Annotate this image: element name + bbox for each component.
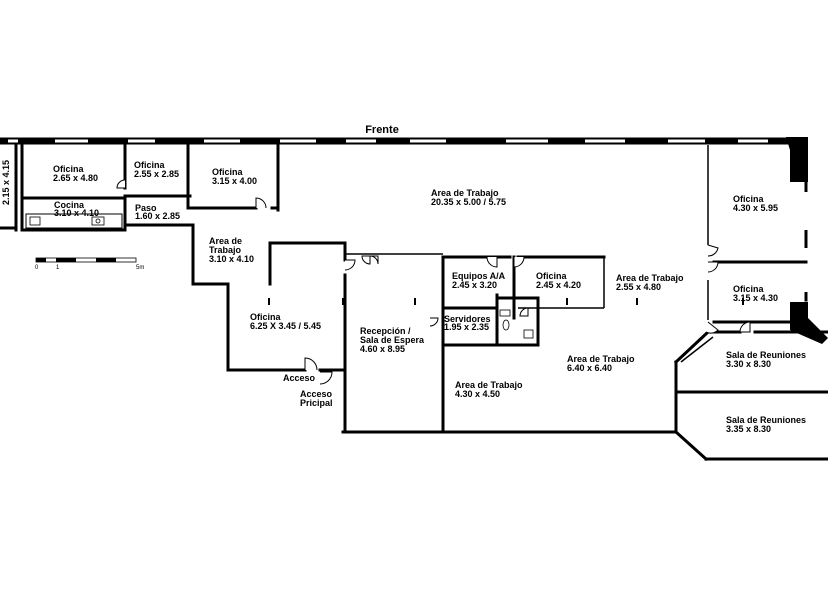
column-markers bbox=[268, 298, 744, 305]
room-dims: 6.40 x 6.40 bbox=[567, 363, 612, 373]
acceso-principal-label: Pricipal bbox=[300, 398, 333, 408]
exterior-walls bbox=[0, 143, 828, 462]
door-recepcion-2 bbox=[361, 255, 371, 265]
room-name: Area de bbox=[209, 236, 242, 246]
room-dims: 3.35 x 8.30 bbox=[726, 424, 771, 434]
room-dims: 3.15 x 4.30 bbox=[733, 293, 778, 303]
room-name: Recepción / bbox=[360, 326, 411, 336]
door-oficina-mid bbox=[513, 256, 525, 268]
scale-tick-1: 1 bbox=[56, 265, 60, 271]
room-name: Oficina bbox=[53, 164, 85, 174]
room-dims: 3.10 x 4.10 bbox=[209, 254, 254, 264]
door-wc bbox=[519, 307, 529, 317]
room-dims: 3.30 x 8.30 bbox=[726, 359, 771, 369]
room-dims: 4.30 x 4.50 bbox=[455, 389, 500, 399]
door-oficina-3 bbox=[255, 197, 267, 209]
room-name: Oficina bbox=[134, 160, 166, 170]
interior-walls bbox=[20, 143, 808, 434]
room-name: Area de Trabajo bbox=[455, 380, 523, 390]
scale-tick-5: 5m bbox=[136, 265, 144, 271]
wc-fixtures bbox=[499, 309, 534, 339]
scale-bar: 0 1 5m bbox=[35, 257, 144, 271]
room-dims: 3.10 x 4.10 bbox=[54, 208, 99, 218]
room-name: Sala de Reuniones bbox=[726, 415, 806, 425]
room-name: Area de Trabajo bbox=[616, 273, 684, 283]
door-oficina-430 bbox=[707, 244, 719, 257]
room-dims: 20.35 x 5.00 / 5.75 bbox=[431, 197, 506, 207]
room-name: Servidores bbox=[444, 314, 491, 324]
door-acceso bbox=[304, 357, 318, 371]
room-dims: 1.60 x 2.85 bbox=[135, 211, 180, 221]
door-oficina-315 bbox=[707, 261, 719, 273]
edge-room-dims: 2.15 x 4.15 bbox=[1, 160, 11, 205]
room-name: Equipos A/A bbox=[452, 271, 506, 281]
room-name: Paso bbox=[135, 203, 157, 213]
room-dims: 3.15 x 4.00 bbox=[212, 176, 257, 186]
door-oficina-2 bbox=[116, 179, 126, 189]
room-name: Sala de Reuniones bbox=[726, 350, 806, 360]
door-recepcion-3 bbox=[369, 255, 379, 265]
room-name: Sala de Espera bbox=[360, 335, 425, 345]
door-acceso-principal bbox=[319, 371, 333, 385]
room-name: Oficina bbox=[733, 194, 765, 204]
room-dims: 4.60 x 8.95 bbox=[360, 344, 405, 354]
room-name: Oficina bbox=[536, 271, 568, 281]
room-name: Area de Trabajo bbox=[431, 188, 499, 198]
door-sala-1b bbox=[739, 321, 751, 333]
room-name: Oficina bbox=[733, 284, 765, 294]
door-servidores bbox=[429, 317, 439, 327]
door-equipos bbox=[486, 256, 498, 268]
door-recepcion-1 bbox=[344, 259, 356, 271]
room-name: Trabajo bbox=[209, 245, 242, 255]
scale-tick-0: 0 bbox=[35, 265, 39, 271]
room-name: Area de Trabajo bbox=[567, 354, 635, 364]
room-dims: 2.45 x 4.20 bbox=[536, 280, 581, 290]
plan-title: Frente bbox=[365, 124, 399, 136]
room-dims: 1.95 x 2.35 bbox=[444, 322, 489, 332]
room-dims: 2.65 x 4.80 bbox=[53, 173, 98, 183]
room-dims: 2.55 x 2.85 bbox=[134, 169, 179, 179]
room-name: Oficina bbox=[212, 167, 244, 177]
room-dims: 6.25 X 3.45 / 5.45 bbox=[250, 321, 321, 331]
room-dims: 2.45 x 3.20 bbox=[452, 280, 497, 290]
room-name: Cocina bbox=[54, 200, 85, 210]
doors bbox=[116, 179, 751, 385]
room-dims: 4.30 x 5.95 bbox=[733, 203, 778, 213]
room-dims: 2.55 x 4.80 bbox=[616, 282, 661, 292]
room-name: Oficina bbox=[250, 312, 282, 322]
kitchen-fixtures bbox=[25, 213, 123, 229]
acceso-label: Acceso bbox=[283, 373, 316, 383]
acceso-principal-label: Acceso bbox=[300, 389, 333, 399]
room-labels: Oficina 2.65 x 4.80 Oficina 2.55 x 2.85 … bbox=[53, 160, 806, 434]
door-sala-1 bbox=[705, 321, 719, 334]
